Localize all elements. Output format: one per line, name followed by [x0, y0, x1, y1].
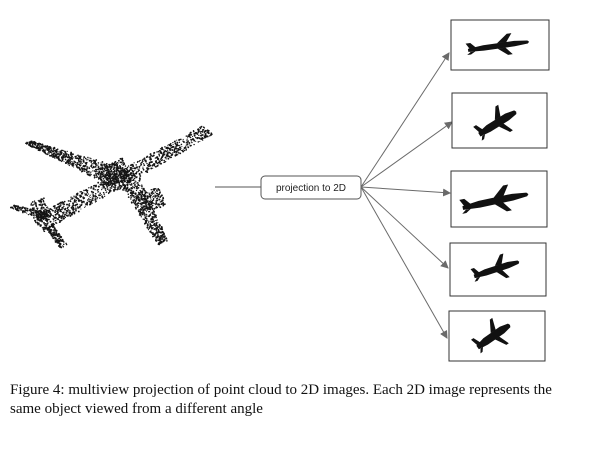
projection-label: projection to 2D: [276, 183, 346, 194]
view-box-5: [448, 310, 546, 362]
arrow-view-3: [360, 186, 451, 197]
view-box-4: [449, 242, 547, 297]
figure-caption: Figure 4: multiview projection of point …: [10, 382, 552, 417]
view-box-2: [451, 92, 548, 149]
view-box-3: [450, 170, 548, 228]
arrow-view-1: [360, 52, 450, 188]
point-cloud-airplane-icon: [9, 125, 213, 249]
arrow-view-5: [360, 186, 448, 339]
projection-box: projection to 2D: [260, 175, 362, 200]
view-box-1: [450, 19, 550, 71]
projection-arrows: [360, 52, 453, 339]
arrow-view-2: [360, 121, 453, 188]
multiview-diagram: projection to 2D: [9, 19, 550, 362]
arrow-view-4: [360, 186, 449, 269]
